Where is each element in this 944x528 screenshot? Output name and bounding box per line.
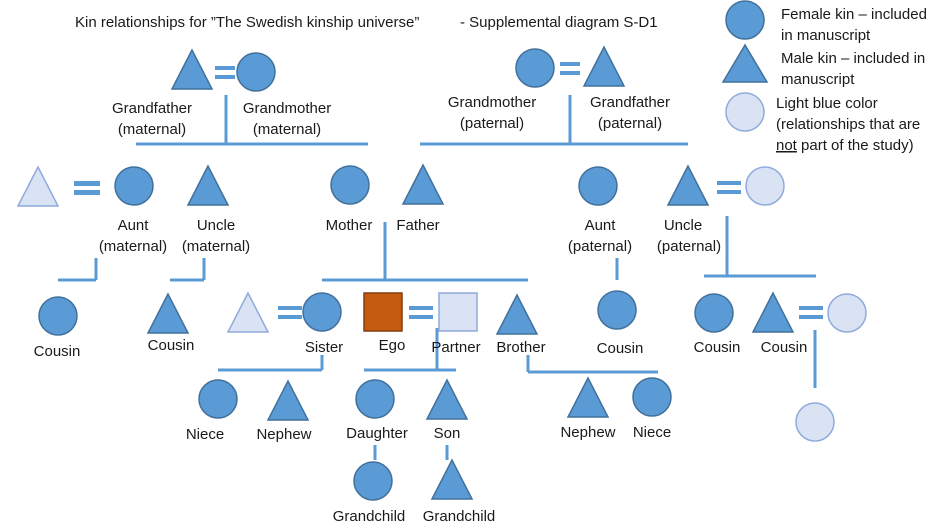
person-labels: Grandfather (maternal) Grandmother (mate… xyxy=(34,94,808,525)
legend-female-symbol xyxy=(725,0,765,40)
label-niece-2: Niece xyxy=(633,424,671,441)
label-grandmother-paternal: Grandmother xyxy=(448,94,536,111)
legend-light-line1: Light blue color xyxy=(776,95,878,112)
legend: Female kin – included in manuscript Male… xyxy=(721,0,927,154)
male-symbol-aunt-maternal-spouse-excluded xyxy=(16,165,60,207)
label-uncle-paternal-sub: (paternal) xyxy=(657,238,721,255)
label-uncle-maternal-sub: (maternal) xyxy=(182,238,250,255)
marriage-sign-sister xyxy=(278,306,302,319)
label-cousin-3: Cousin xyxy=(597,340,644,357)
female-symbol-grandmother-paternal xyxy=(515,48,555,88)
label-nephew-1: Nephew xyxy=(256,426,311,443)
label-aunt-paternal-sub: (paternal) xyxy=(568,238,632,255)
female-symbol-aunt-maternal xyxy=(114,166,154,206)
legend-light-blue-symbol xyxy=(725,92,765,132)
connector-lines xyxy=(58,95,817,460)
person-symbols xyxy=(16,45,867,501)
female-symbol-cousin-3 xyxy=(597,290,637,330)
label-grandmother-paternal-sub: (paternal) xyxy=(460,115,524,132)
label-son: Son xyxy=(434,425,461,442)
male-symbol-grandfather-maternal xyxy=(170,48,214,90)
male-symbol-cousin-2 xyxy=(146,292,190,334)
female-symbol-niece-2 xyxy=(632,377,672,417)
female-symbol-uncle-paternal-spouse-excluded xyxy=(745,166,785,206)
female-symbol-aunt-paternal xyxy=(578,166,618,206)
diagram-subtitle: - Supplemental diagram S-D1 xyxy=(460,14,658,31)
legend-light-line2: (relationships that are xyxy=(776,116,920,133)
legend-male-line2: manuscript xyxy=(781,71,855,88)
legend-not-word: not xyxy=(776,137,798,154)
marriage-signs xyxy=(74,62,823,319)
female-symbol-mother xyxy=(330,165,370,205)
label-cousin-5: Cousin xyxy=(761,339,808,356)
label-partner: Partner xyxy=(431,339,480,356)
legend-male-line1: Male kin – included in xyxy=(781,50,925,67)
male-symbol-father xyxy=(401,163,445,205)
marriage-sign-uncle-paternal xyxy=(717,181,741,194)
label-grandchild-2: Grandchild xyxy=(423,508,496,525)
marriage-sign-cousin xyxy=(799,306,823,319)
female-symbol-cousin-1 xyxy=(38,296,78,336)
female-symbol-grandchild-1 xyxy=(353,461,393,501)
legend-light-line3: not part of the study) xyxy=(776,137,914,154)
male-symbol-nephew-1 xyxy=(266,379,310,421)
female-symbol-cousin-4 xyxy=(694,293,734,333)
male-symbol-grandfather-paternal xyxy=(582,45,626,87)
female-symbol-daughter xyxy=(355,379,395,419)
label-daughter: Daughter xyxy=(346,425,408,442)
label-aunt-paternal: Aunt xyxy=(585,217,617,234)
male-symbol-sister-spouse-excluded xyxy=(226,291,270,333)
label-brother: Brother xyxy=(496,339,545,356)
label-father: Father xyxy=(396,217,439,234)
label-ego: Ego xyxy=(379,337,406,354)
female-symbol-grandmother-maternal xyxy=(236,52,276,92)
legend-female-line2: in manuscript xyxy=(781,27,871,44)
male-symbol-brother xyxy=(495,293,539,335)
male-symbol-uncle-maternal xyxy=(186,164,230,206)
label-nephew-2: Nephew xyxy=(560,424,615,441)
male-symbol-nephew-2 xyxy=(566,376,610,418)
diagram-title: Kin relationships for ”The Swedish kinsh… xyxy=(75,14,419,31)
female-symbol-cousin-spouse-excluded xyxy=(827,293,867,333)
label-uncle-paternal: Uncle xyxy=(664,217,702,234)
legend-male-symbol xyxy=(721,43,769,83)
label-grandfather-paternal-sub: (paternal) xyxy=(598,115,662,132)
label-cousin-2: Cousin xyxy=(148,337,195,354)
legend-female-line1: Female kin – included xyxy=(781,6,927,23)
female-symbol-cousin-child-excluded xyxy=(795,402,835,442)
label-uncle-maternal: Uncle xyxy=(197,217,235,234)
label-grandfather-paternal: Grandfather xyxy=(590,94,670,111)
label-cousin-4: Cousin xyxy=(694,339,741,356)
male-symbol-cousin-5 xyxy=(751,291,795,333)
male-symbol-son xyxy=(425,378,469,420)
male-symbol-uncle-paternal xyxy=(666,164,710,206)
label-cousin-1: Cousin xyxy=(34,343,81,360)
marriage-sign-paternal-grandparents xyxy=(560,62,580,75)
female-symbol-sister xyxy=(302,292,342,332)
label-grandfather-maternal: Grandfather xyxy=(112,100,192,117)
ego-symbol xyxy=(363,292,403,332)
label-grandfather-maternal-sub: (maternal) xyxy=(118,121,186,138)
label-aunt-maternal: Aunt xyxy=(118,217,150,234)
label-mother: Mother xyxy=(326,217,373,234)
marriage-sign-ego-partner xyxy=(409,306,433,319)
label-niece-1: Niece xyxy=(186,426,224,443)
marriage-sign-maternal-grandparents xyxy=(215,66,235,79)
female-symbol-niece-1 xyxy=(198,379,238,419)
label-sister: Sister xyxy=(305,339,343,356)
label-grandchild-1: Grandchild xyxy=(333,508,406,525)
label-grandmother-maternal-sub: (maternal) xyxy=(253,121,321,138)
label-grandmother-maternal: Grandmother xyxy=(243,100,331,117)
label-aunt-maternal-sub: (maternal) xyxy=(99,238,167,255)
marriage-sign-aunt-maternal xyxy=(74,181,100,195)
partner-symbol-excluded xyxy=(438,292,478,332)
legend-light-line3-rest: part of the study) xyxy=(797,137,914,154)
male-symbol-grandchild-2 xyxy=(430,458,474,500)
